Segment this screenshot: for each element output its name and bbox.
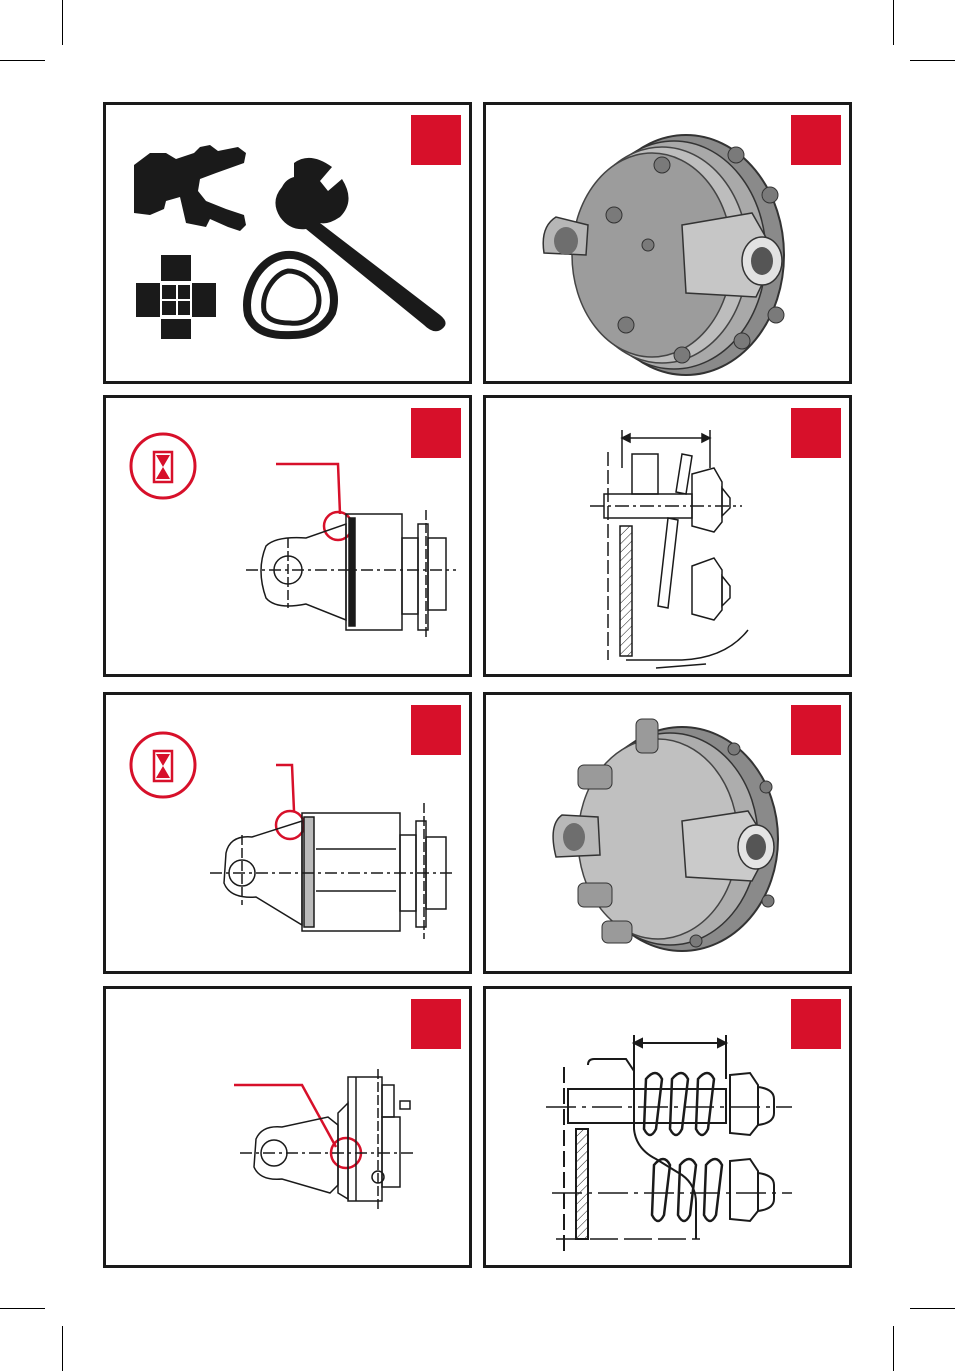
callout-line [276, 765, 294, 811]
panel-spring-clutch-render [483, 692, 852, 974]
crop-mark [0, 1308, 45, 1309]
grease-nipple-icon [324, 512, 352, 540]
wrench-icon [275, 158, 445, 331]
friction-clutch-icon [543, 135, 784, 375]
bolt-nut-section-icon [590, 430, 748, 668]
clutch-side-drawing [240, 1069, 416, 1209]
panel-bolt-length-section-1 [483, 395, 852, 677]
grease-gun-symbol-icon [131, 434, 195, 498]
crop-mark [893, 1326, 894, 1371]
panel-clutch-grease-detail-1 [103, 395, 472, 677]
clutch-side-drawing [246, 510, 456, 638]
panel-clutch-grease-detail-3 [103, 986, 472, 1268]
panel-tools [103, 102, 472, 384]
panel-spring-length-section [483, 986, 852, 1268]
crop-mark [62, 1326, 63, 1371]
yoke-icon [134, 145, 246, 231]
crop-mark [893, 0, 894, 45]
clutch-side-drawing [210, 803, 456, 939]
spring-bolt-section-icon [546, 1035, 792, 1255]
spring-clutch-icon [553, 719, 778, 951]
panel-friction-clutch-render [483, 102, 852, 384]
crop-mark [910, 1308, 955, 1309]
crop-mark [0, 60, 45, 61]
panel-clutch-grease-detail-2 [103, 692, 472, 974]
cross-journal-icon [136, 255, 216, 339]
crop-mark [62, 0, 63, 45]
callout-line [276, 464, 340, 514]
grease-gun-symbol-icon [131, 733, 195, 797]
callout-line [234, 1085, 336, 1147]
crop-mark [910, 60, 955, 61]
profile-tube-icon [247, 255, 334, 335]
